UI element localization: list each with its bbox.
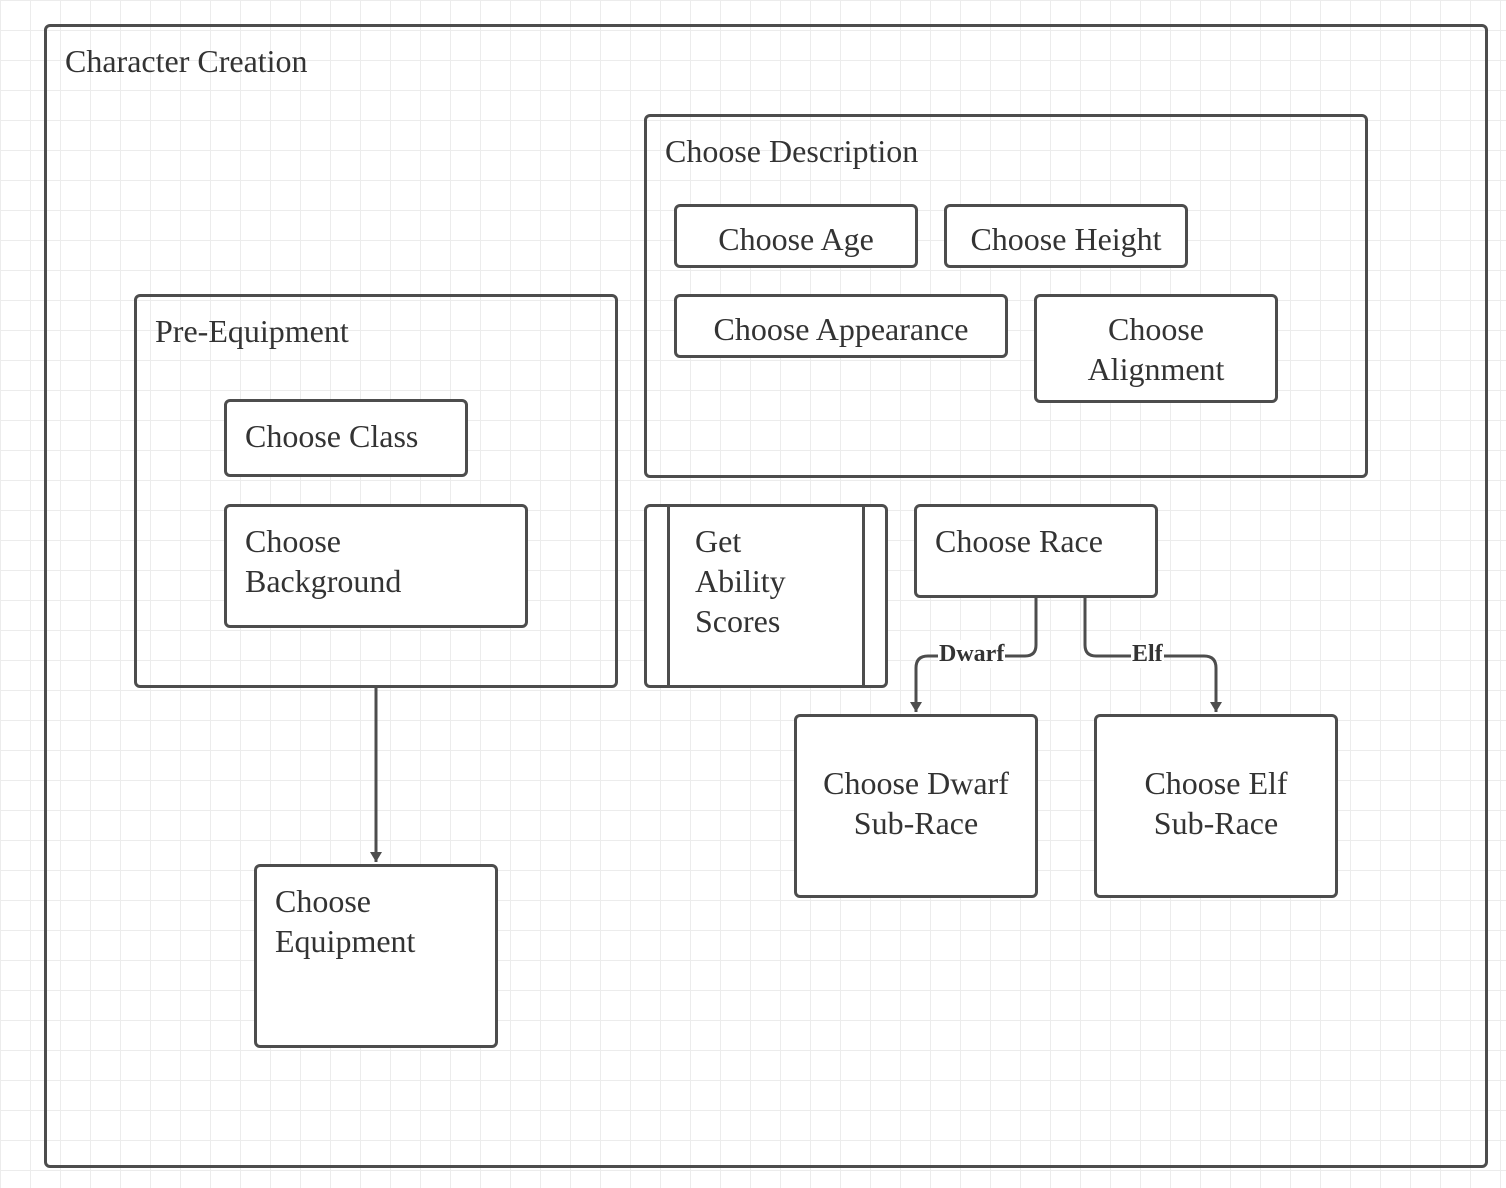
dwarf-edge-label: Dwarf bbox=[938, 640, 1006, 668]
choose-background-box[interactable]: Choose Background bbox=[224, 504, 528, 628]
choose-background-label: Choose Background bbox=[245, 523, 402, 599]
process-right-bar bbox=[862, 507, 865, 685]
choose-description-title: Choose Description bbox=[665, 133, 919, 169]
choose-equipment-label: Choose Equipment bbox=[275, 883, 416, 959]
choose-elf-sub-race-box[interactable]: Choose Elf Sub-Race bbox=[1094, 714, 1338, 898]
choose-dwarf-sub-race-label: Choose Dwarf Sub-Race bbox=[823, 765, 1009, 841]
choose-alignment-box[interactable]: Choose Alignment bbox=[1034, 294, 1278, 403]
choose-equipment-box[interactable]: Choose Equipment bbox=[254, 864, 498, 1048]
choose-dwarf-sub-race-box[interactable]: Choose Dwarf Sub-Race bbox=[794, 714, 1038, 898]
choose-age-box[interactable]: Choose Age bbox=[674, 204, 918, 268]
character-creation-frame: Character Creation bbox=[44, 24, 1488, 1168]
process-left-bar bbox=[667, 507, 670, 685]
choose-appearance-label: Choose Appearance bbox=[713, 311, 969, 347]
choose-race-box[interactable]: Choose Race bbox=[914, 504, 1158, 598]
choose-race-label: Choose Race bbox=[935, 523, 1103, 559]
choose-alignment-label: Choose Alignment bbox=[1087, 311, 1225, 387]
elf-edge-label: Elf bbox=[1131, 640, 1164, 668]
pre-equipment-group[interactable]: Pre-Equipment bbox=[134, 294, 618, 688]
choose-class-label: Choose Class bbox=[245, 418, 419, 454]
choose-description-group[interactable]: Choose Description bbox=[644, 114, 1368, 478]
get-ability-scores-box[interactable]: Get Ability Scores bbox=[644, 504, 888, 688]
choose-elf-sub-race-label: Choose Elf Sub-Race bbox=[1144, 765, 1288, 841]
choose-height-label: Choose Height bbox=[970, 221, 1162, 257]
choose-height-box[interactable]: Choose Height bbox=[944, 204, 1188, 268]
get-ability-scores-label: Get Ability Scores bbox=[695, 523, 786, 639]
choose-age-label: Choose Age bbox=[718, 221, 874, 257]
choose-appearance-box[interactable]: Choose Appearance bbox=[674, 294, 1008, 358]
choose-class-box[interactable]: Choose Class bbox=[224, 399, 468, 477]
frame-title: Character Creation bbox=[65, 43, 308, 79]
pre-equipment-title: Pre-Equipment bbox=[155, 313, 349, 349]
